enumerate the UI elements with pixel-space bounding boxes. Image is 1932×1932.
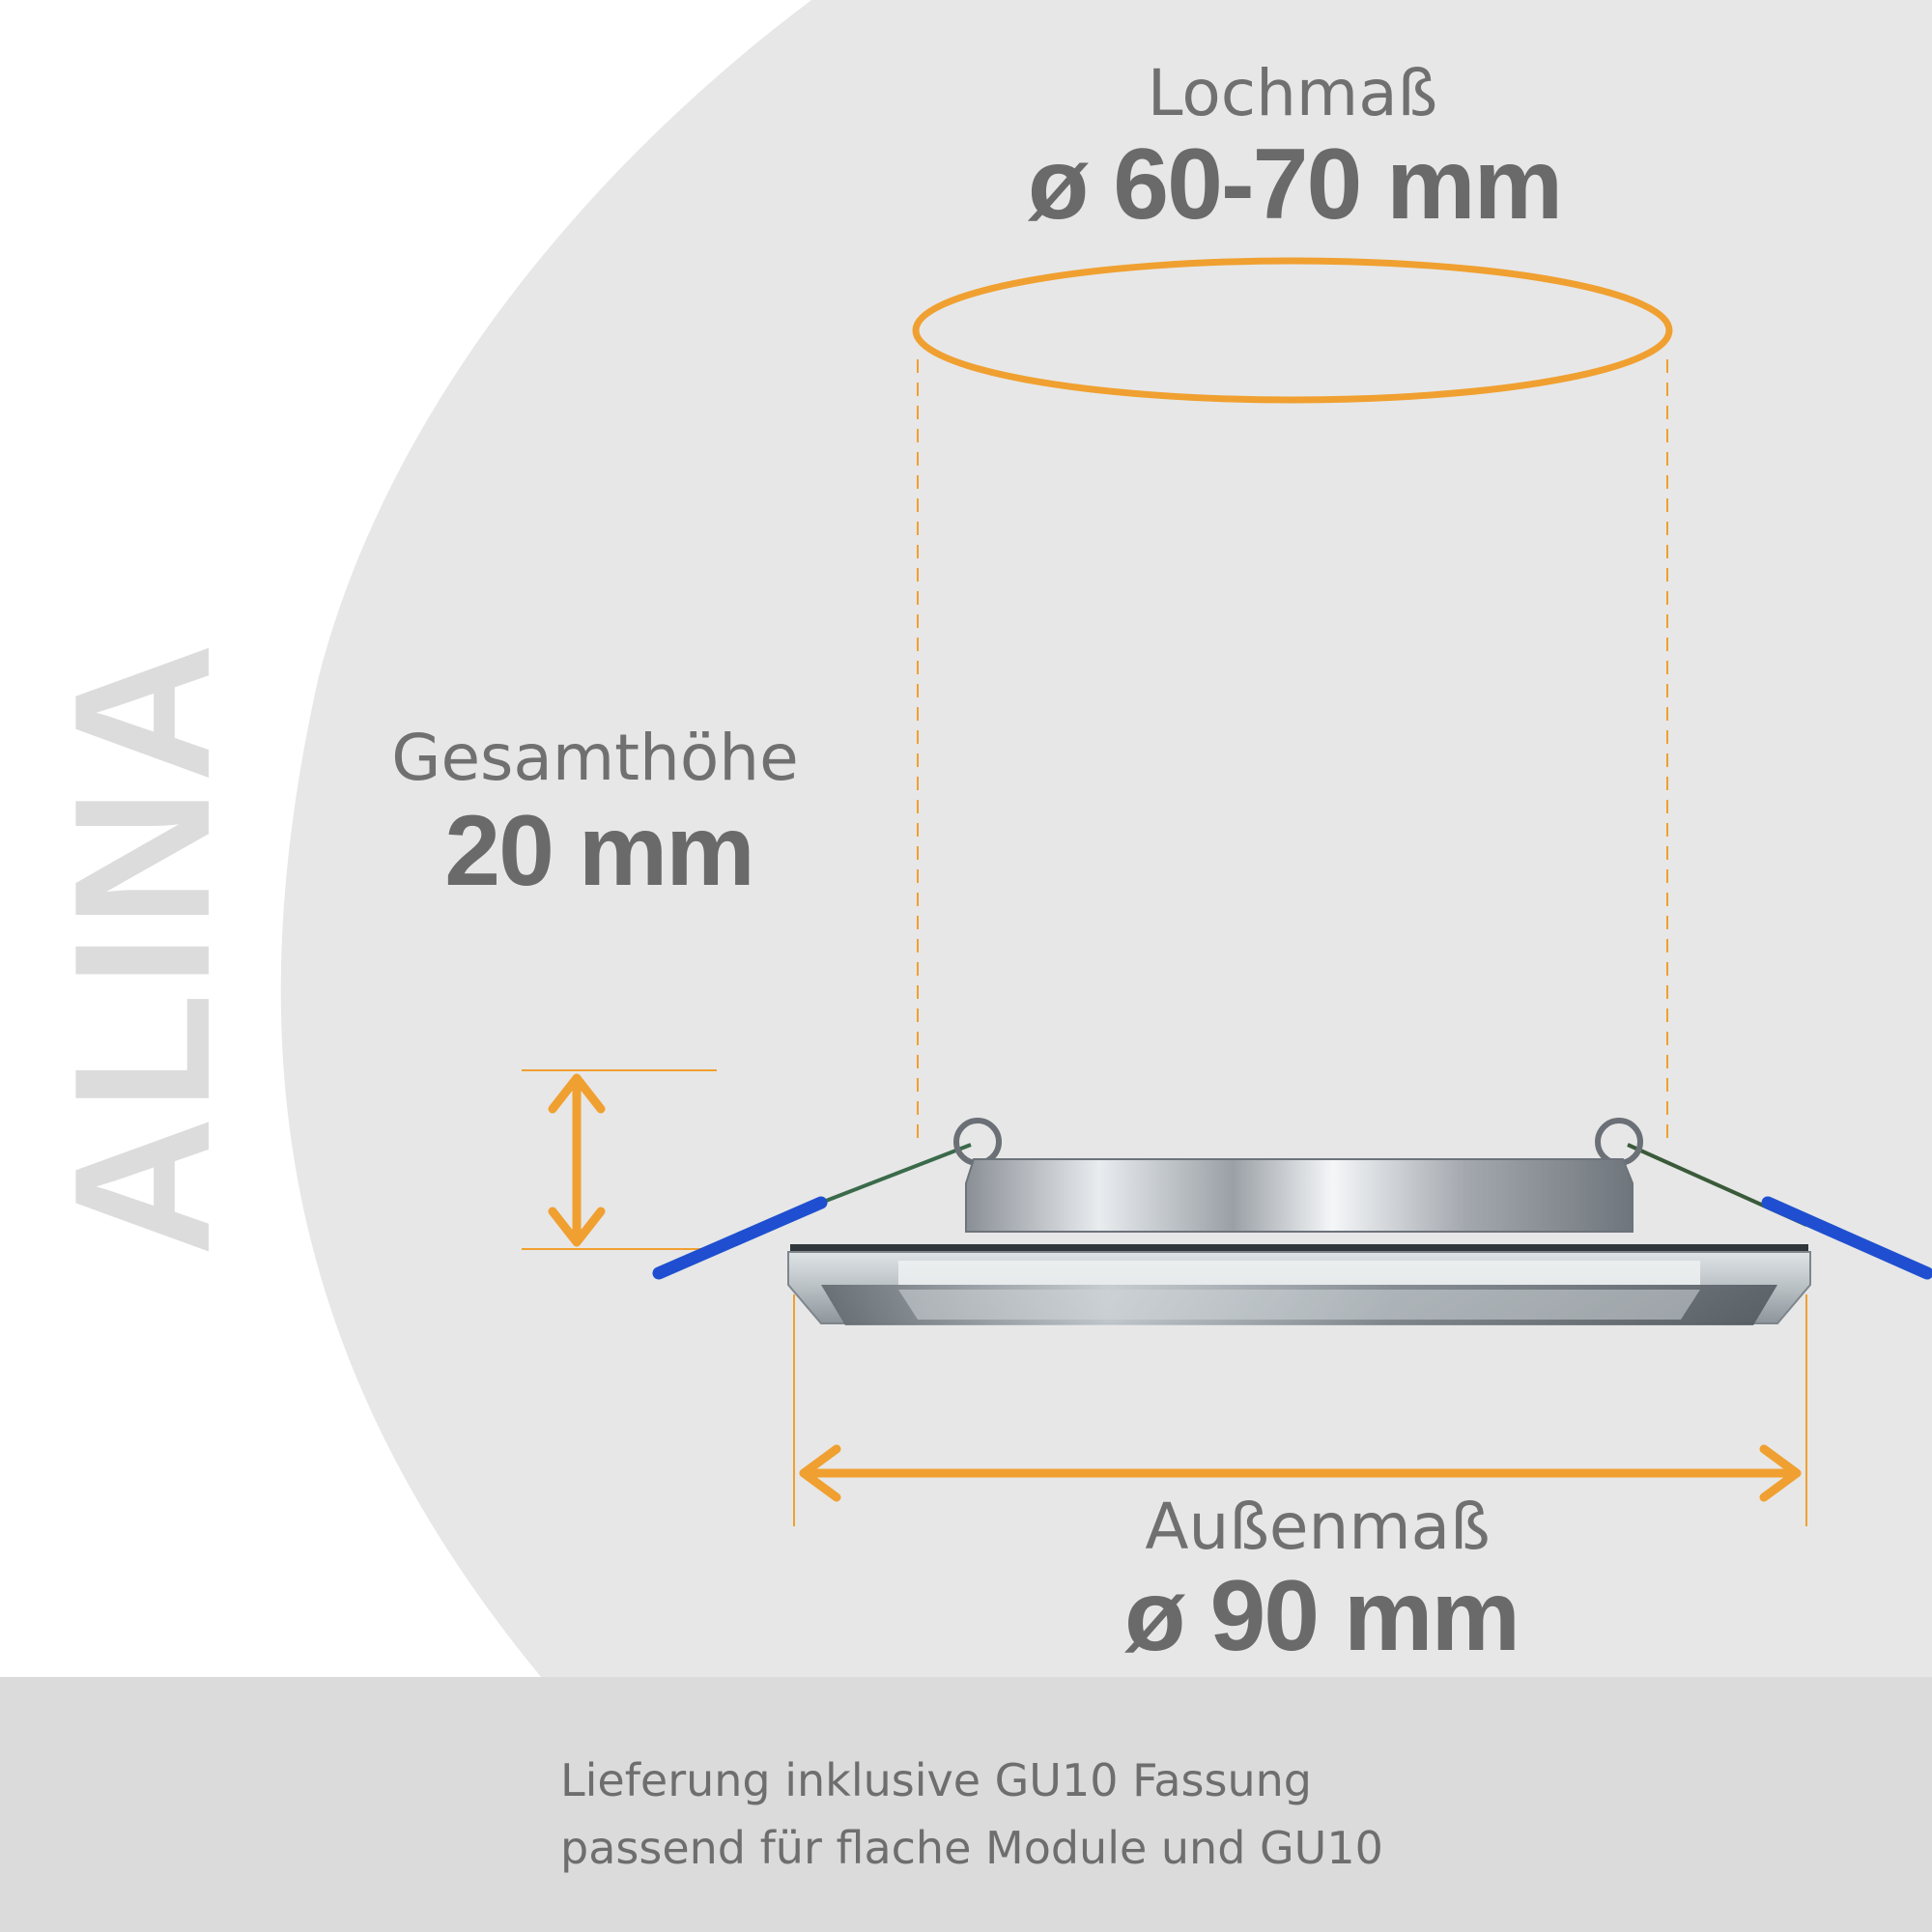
footer-bar: Lieferung inklusive GU10 Fassung passend…	[0, 1677, 1932, 1932]
hole-size-label: Lochmaß	[1147, 56, 1438, 130]
outer-size-value: ø 90 mm	[1124, 1560, 1520, 1672]
brand-name: ALINA	[35, 637, 250, 1257]
total-height-value: 20 mm	[444, 795, 755, 907]
footer-line-1: Lieferung inklusive GU10 Fassung	[560, 1754, 1312, 1806]
outer-size-label: Außenmaß	[1145, 1490, 1491, 1564]
width-arrow	[799, 1444, 1802, 1502]
hole-outline	[912, 257, 1673, 404]
hole-size-value: ø 60-70 mm	[1027, 128, 1563, 241]
height-arrow	[548, 1073, 606, 1247]
spotlight-product-image	[652, 1118, 1932, 1325]
footer-line-2: passend für flache Module und GU10	[560, 1822, 1383, 1874]
total-height-label: Gesamthöhe	[391, 721, 799, 795]
